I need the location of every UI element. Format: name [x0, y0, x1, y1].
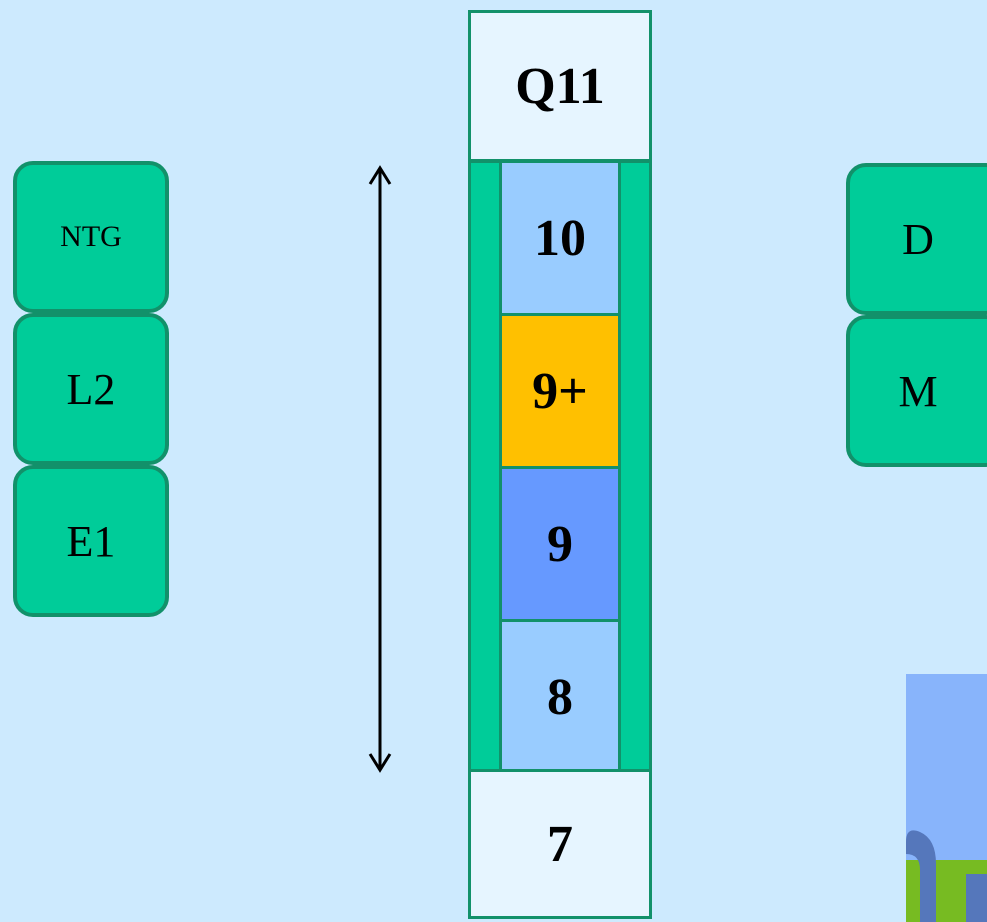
- level-cell-10: 10: [499, 160, 621, 316]
- tag-label: D: [902, 214, 934, 264]
- column-top-label: Q11: [515, 57, 605, 115]
- level-label: 8: [547, 668, 573, 726]
- level-cell-8: 8: [499, 619, 621, 775]
- level-label: 9: [547, 515, 573, 573]
- tag-label: NTG: [60, 220, 122, 253]
- column-bottom-cell: 7: [468, 769, 652, 919]
- landscape-thumbnail-icon: [906, 674, 987, 922]
- double-arrow-icon: [368, 165, 392, 773]
- tag-d[interactable]: D: [846, 163, 987, 315]
- level-label: 10: [534, 209, 586, 267]
- level-label: 9+: [532, 362, 588, 420]
- tag-l2[interactable]: L2: [13, 313, 169, 465]
- level-cell-9-plus: 9+: [499, 313, 621, 469]
- tag-label: E1: [66, 516, 116, 566]
- column-bottom-label: 7: [547, 815, 573, 873]
- tag-label: L2: [66, 364, 116, 414]
- tag-label: M: [898, 366, 938, 416]
- column-top-cell: Q11: [468, 10, 652, 162]
- tag-e1[interactable]: E1: [13, 465, 169, 617]
- tag-m[interactable]: M: [846, 315, 987, 467]
- tag-ntg[interactable]: NTG: [13, 161, 169, 313]
- level-cell-9: 9: [499, 466, 621, 622]
- column-left-rail: [468, 160, 502, 772]
- column-right-rail: [618, 160, 652, 772]
